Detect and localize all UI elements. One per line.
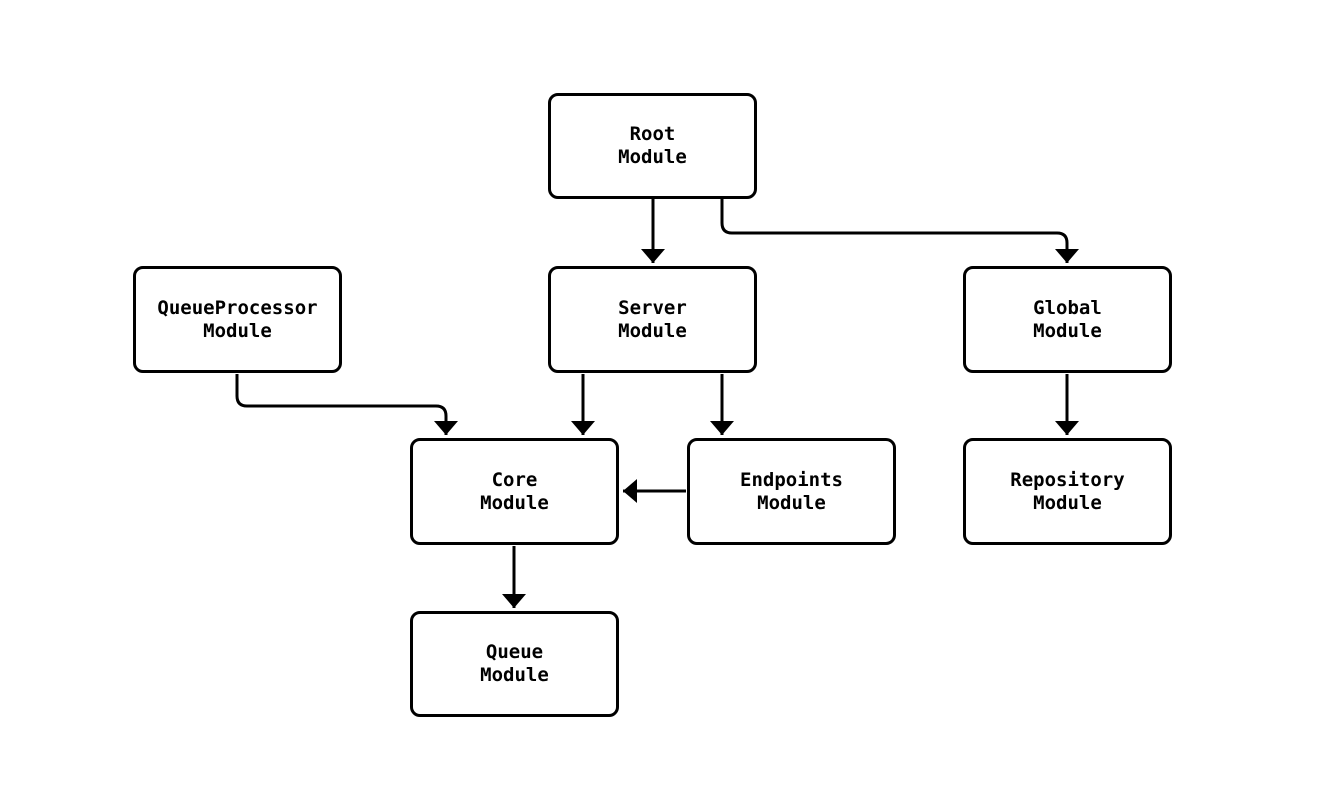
node-server-module: Server Module: [548, 266, 757, 373]
node-global-module: Global Module: [963, 266, 1172, 373]
node-queueprocessor-module: QueueProcessor Module: [133, 266, 342, 373]
edge-queueprocessor-to-core-arrow: [235, 374, 458, 435]
node-core-module: Core Module: [410, 438, 619, 545]
node-root-module: Root Module: [548, 93, 757, 199]
node-repository-module-label: Repository Module: [1010, 468, 1125, 514]
node-endpoints-module-label: Endpoints Module: [740, 468, 843, 514]
node-queueprocessor-module-label: QueueProcessor Module: [157, 296, 318, 342]
node-endpoints-module: Endpoints Module: [687, 438, 896, 545]
node-server-module-label: Server Module: [618, 296, 687, 342]
node-root-module-label: Root Module: [618, 123, 687, 168]
node-core-module-label: Core Module: [480, 468, 549, 514]
node-queue-module: Queue Module: [410, 611, 619, 717]
node-repository-module: Repository Module: [963, 438, 1172, 545]
edge-root-to-global-arrow: [720, 199, 1079, 263]
node-global-module-label: Global Module: [1033, 296, 1102, 342]
node-queue-module-label: Queue Module: [480, 641, 549, 686]
